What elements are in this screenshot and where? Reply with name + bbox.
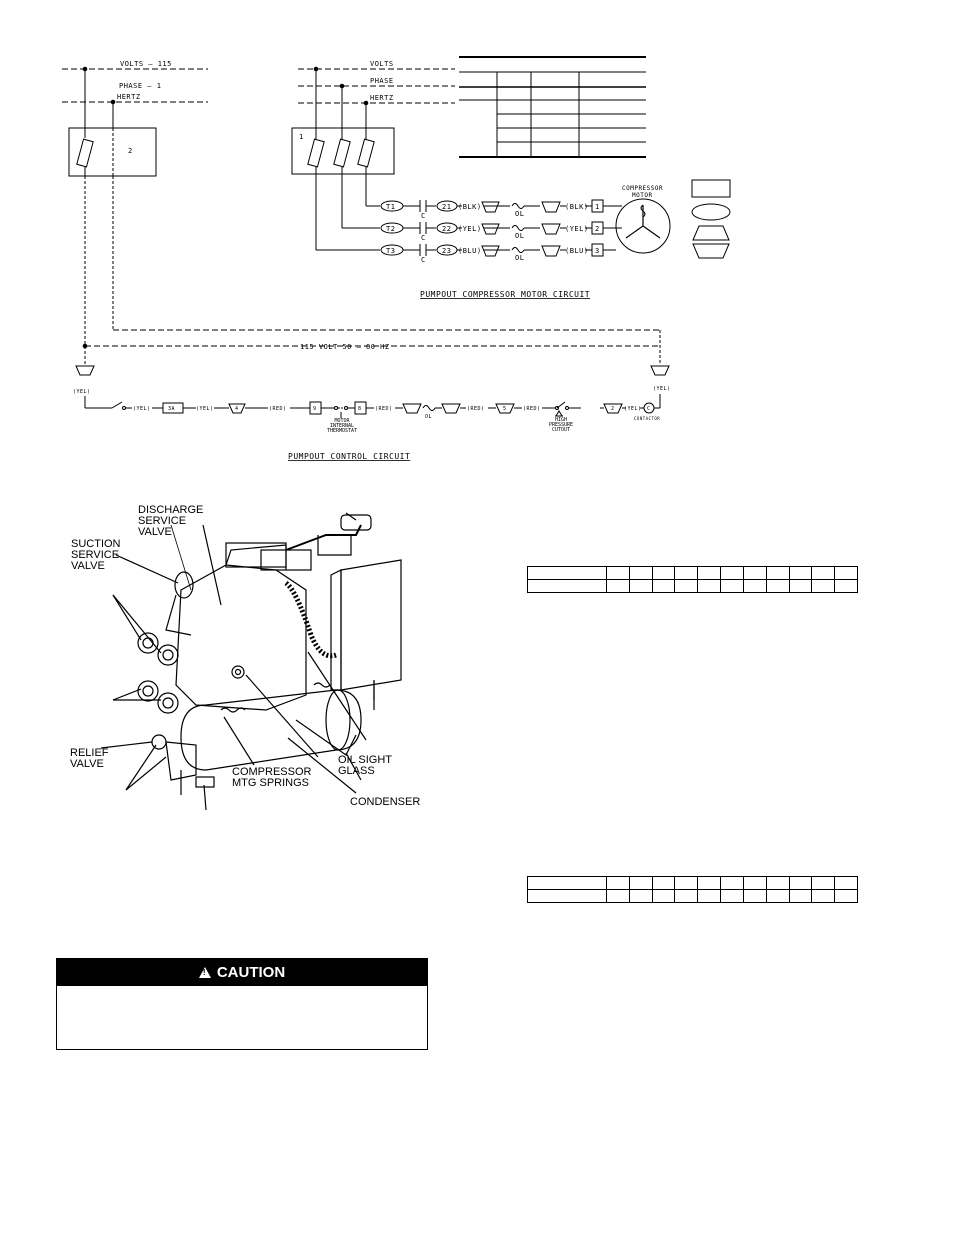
table-lower <box>527 876 858 903</box>
motor-row-2-term: T2 <box>386 225 395 233</box>
motor-label-2: MOTOR <box>632 192 653 199</box>
three-phase-hertz-label: HERTZ <box>370 94 394 102</box>
suction-valve-label: SUCTION SERVICE VALVE <box>71 538 121 572</box>
table-row <box>527 876 858 890</box>
table-row <box>527 889 858 903</box>
control-yel-2: (YEL) <box>196 406 214 412</box>
motor-row-1-motor-term: 1 <box>595 203 600 211</box>
three-phase-box-label: 1 <box>299 133 304 141</box>
control-yel-1: (YEL) <box>133 406 151 412</box>
control-right-terminal: (YEL) <box>653 386 671 392</box>
control-contactor-label: CONTACTOR <box>634 416 660 421</box>
motor-row-1-color: (BLK) <box>458 203 482 211</box>
caution-box: ! CAUTION <box>56 958 428 1050</box>
control-yel-3: (YEL) <box>624 406 642 412</box>
warning-triangle-icon: ! <box>198 967 211 978</box>
control-contactor-c: C <box>647 406 651 412</box>
mtg-springs-label: COMPRESSOR MTG SPRINGS <box>232 766 312 789</box>
motor-row-2-wire: 22 <box>442 225 451 233</box>
caution-header: ! CAUTION <box>57 959 427 986</box>
control-supply-label: 115 VOLT 50 – 60 HZ <box>300 343 390 351</box>
single-phase-phase-label: PHASE – 1 <box>119 82 161 90</box>
control-fuse: 3A <box>168 406 175 412</box>
motor-row-1-term: T1 <box>386 203 395 211</box>
thermostat-label: MOTOR INTERNAL THERMOSTAT <box>326 418 358 434</box>
motor-row-1-color2: (BLK) <box>565 203 589 211</box>
control-pin-9: 9 <box>313 406 317 412</box>
table-row <box>527 566 858 580</box>
single-phase-volts-label: VOLTS – 115 <box>120 60 172 68</box>
motor-row-2-motor-term: 2 <box>595 225 600 233</box>
motor-row-2-c: C <box>421 234 426 242</box>
control-red-1: (RED) <box>269 406 287 412</box>
discharge-valve-label: DISCHARGE SERVICE VALVE <box>138 504 204 538</box>
hp-cutout-label: HIGH PRESSURE CUTOUT <box>548 417 574 433</box>
motor-row-3-color2: (BLU) <box>565 247 589 255</box>
table-row <box>527 579 858 593</box>
three-phase-phase-label: PHASE <box>370 77 394 85</box>
motor-row-3-term: T3 <box>386 247 395 255</box>
control-pin-8: 8 <box>358 406 362 412</box>
motor-row-2-color2: (YEL) <box>565 225 589 233</box>
motor-row-1-wire: 21 <box>442 203 451 211</box>
control-red-2: (RED) <box>375 406 393 412</box>
motor-row-3-wire: 23 <box>442 247 451 255</box>
motor-row-3-color: (BLU) <box>458 247 482 255</box>
motor-row-1-ol: OL <box>515 210 524 218</box>
motor-row-1-c: C <box>421 212 426 220</box>
condenser-label: CONDENSER <box>350 796 421 808</box>
three-phase-volts-label: VOLTS <box>370 60 394 68</box>
relief-valve-label: RELIEF VALVE <box>70 747 109 770</box>
table-upper <box>527 566 858 593</box>
motor-row-2-ol: OL <box>515 232 524 240</box>
control-left-terminal: (YEL) <box>73 389 91 395</box>
control-red-4: (RED) <box>523 406 541 412</box>
motor-row-2-color: (YEL) <box>458 225 482 233</box>
control-ol: OL <box>425 414 432 420</box>
compressor-illustration <box>100 512 402 811</box>
motor-circuit-title: PUMPOUT COMPRESSOR MOTOR CIRCUIT <box>420 290 590 299</box>
caution-title: CAUTION <box>216 964 286 981</box>
control-pin-2: 2 <box>611 406 615 412</box>
motor-row-3-ol: OL <box>515 254 524 262</box>
control-red-3: (RED) <box>467 406 485 412</box>
control-pin-5: 5 <box>503 406 507 412</box>
motor-label-1: COMPRESSOR <box>622 185 663 192</box>
wiring-diagram: VOLTS – 115 PHASE – 1 HERTZ 2 VOLTS PHAS… <box>62 56 731 461</box>
single-phase-hertz-label: HERTZ <box>117 93 141 101</box>
control-circuit-title: PUMPOUT CONTROL CIRCUIT <box>288 452 410 461</box>
motor-row-3-c: C <box>421 256 426 264</box>
control-pin-4: 4 <box>235 406 239 412</box>
motor-row-3-motor-term: 3 <box>595 247 600 255</box>
single-phase-box-label: 2 <box>128 147 133 155</box>
oil-sight-glass-label: OIL SIGHT GLASS <box>338 754 392 777</box>
